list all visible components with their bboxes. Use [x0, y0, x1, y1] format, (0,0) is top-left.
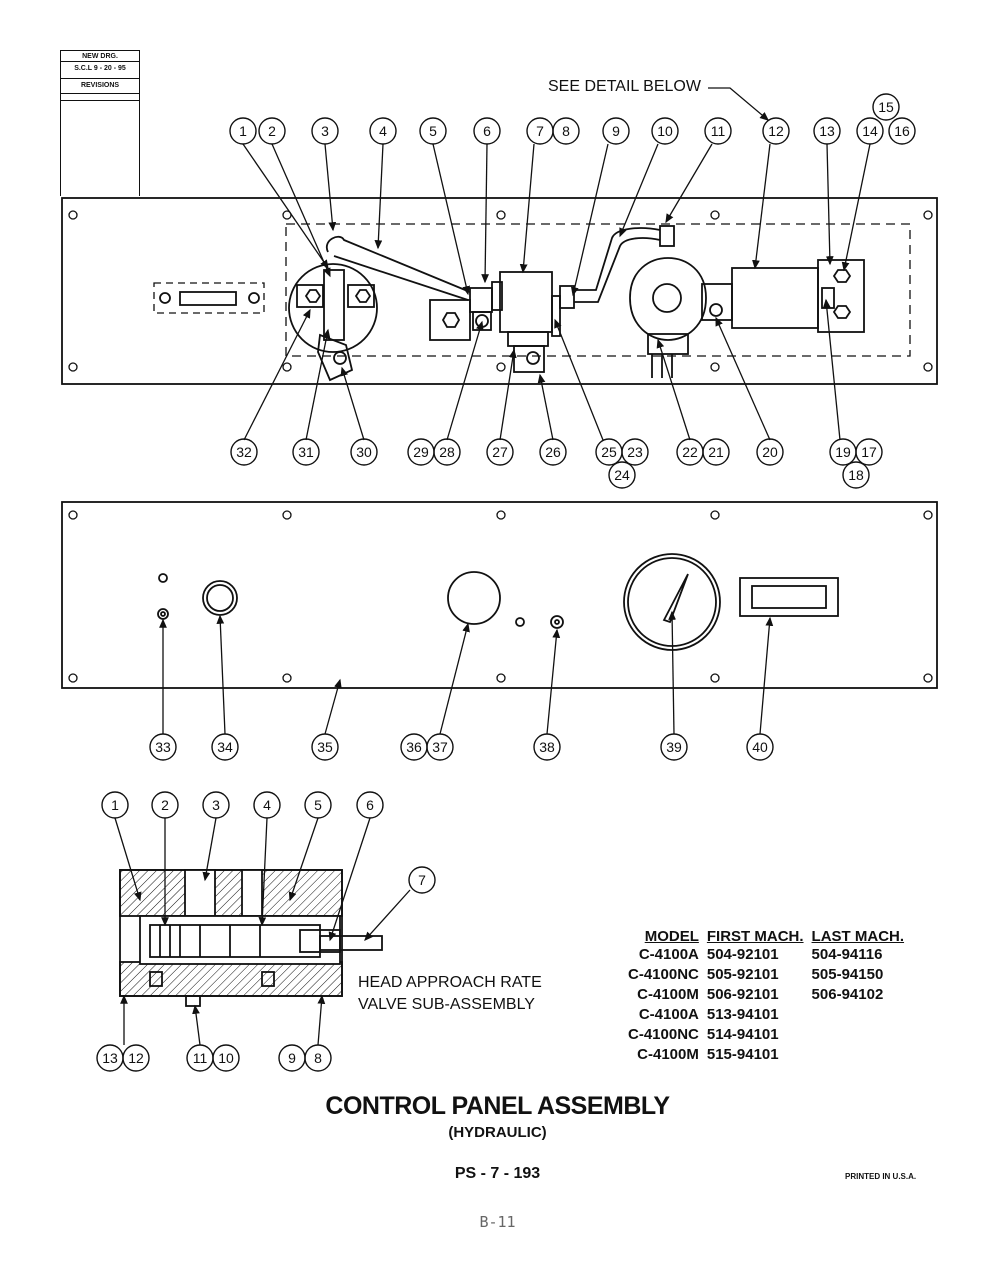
first-mach-cell: 505-92101	[706, 966, 779, 983]
callout-24: 24	[614, 467, 630, 483]
detail-callout-5: 5	[314, 797, 322, 813]
first-mach-cell: 513-94101	[706, 1006, 779, 1023]
last-mach-header: LAST MACH.	[811, 928, 905, 945]
model-cell: C-4100M	[637, 986, 699, 1003]
detail-callout-13: 13	[102, 1050, 118, 1066]
last-mach-cell	[812, 1005, 913, 1025]
page-title: CONTROL PANEL ASSEMBLY	[325, 1092, 670, 1120]
detail-callout-7: 7	[418, 872, 426, 888]
detail-callout-4: 4	[263, 797, 271, 813]
callout-26: 26	[545, 444, 561, 460]
detail-callout-12: 12	[128, 1050, 144, 1066]
first-mach-cell: 515-94101	[706, 1046, 779, 1063]
callout-34: 34	[217, 739, 233, 755]
callout-4: 4	[379, 123, 387, 139]
table-row: C-4100NC 505-92101 505-94150	[628, 965, 912, 985]
model-serial-table: MODEL FIRST MACH. LAST MACH. C-4100A 504…	[628, 928, 912, 1065]
callout-37: 37	[432, 739, 448, 755]
last-mach-cell: 504-94116	[811, 946, 883, 963]
callout-7: 7	[536, 123, 544, 139]
callout-39: 39	[666, 739, 682, 755]
detail-callout-1: 1	[111, 797, 119, 813]
rev-spacer	[61, 94, 139, 101]
page-number: B-11	[479, 1213, 516, 1231]
model-cell: C-4100A	[638, 1006, 699, 1023]
model-cell: C-4100NC	[628, 1026, 699, 1043]
callout-21: 21	[708, 444, 724, 460]
subassembly-label-line2: VALVE SUB-ASSEMBLY	[358, 996, 535, 1013]
detail-callout-10: 10	[218, 1050, 234, 1066]
callout-35: 35	[317, 739, 333, 755]
first-mach-header: FIRST MACH.	[706, 928, 804, 945]
callout-23: 23	[627, 444, 643, 460]
callout-18: 18	[848, 467, 864, 483]
callout-22: 22	[682, 444, 698, 460]
callout-40: 40	[752, 739, 768, 755]
table-row: C-4100M 515-94101	[628, 1045, 912, 1065]
model-cell: C-4100A	[638, 946, 699, 963]
subassembly-label: HEAD APPROACH RATE VALVE SUB-ASSEMBLY	[358, 972, 542, 1016]
detail-callout-3: 3	[212, 797, 220, 813]
table-row: C-4100A 513-94101	[628, 1005, 912, 1025]
callout-28: 28	[439, 444, 455, 460]
callout-20: 20	[762, 444, 778, 460]
table-row: C-4100M 506-92101 506-94102	[628, 985, 912, 1005]
first-mach-cell: 504-92101	[706, 946, 779, 963]
callout-13: 13	[819, 123, 835, 139]
callout-1: 1	[239, 123, 247, 139]
last-mach-cell: 505-94150	[811, 966, 884, 983]
callout-25: 25	[601, 444, 617, 460]
callout-36: 36	[406, 739, 422, 755]
rear-panel	[61, 197, 938, 385]
callout-14: 14	[862, 123, 878, 139]
model-cell: C-4100M	[637, 1046, 699, 1063]
printed-in-usa: PRINTED IN U.S.A.	[845, 1172, 917, 1181]
callout-10: 10	[657, 123, 673, 139]
callout-15: 15	[878, 99, 894, 115]
callout-8: 8	[562, 123, 570, 139]
callout-29: 29	[413, 444, 429, 460]
detail-callout-11: 11	[193, 1050, 208, 1066]
callout-33: 33	[155, 739, 171, 755]
callout-27: 27	[492, 444, 508, 460]
detail-callout-6: 6	[366, 797, 374, 813]
callout-9: 9	[612, 123, 620, 139]
callout-38: 38	[539, 739, 555, 755]
callout-12: 12	[768, 123, 784, 139]
page-subtitle: (HYDRAULIC)	[448, 1124, 547, 1141]
callout-2: 2	[268, 123, 276, 139]
subassembly-label-line1: HEAD APPROACH RATE	[358, 974, 542, 991]
last-mach-cell: 506-94102	[811, 986, 884, 1003]
model-header: MODEL	[644, 928, 699, 945]
model-cell: C-4100NC	[628, 966, 699, 983]
callout-30: 30	[356, 444, 372, 460]
table-row: C-4100A 504-92101 504-94116	[628, 945, 912, 965]
rev-date: S.C.L 9 - 20 - 95	[61, 62, 139, 79]
first-mach-cell: 514-94101	[706, 1026, 779, 1043]
callout-19: 19	[835, 444, 851, 460]
first-mach-cell: 506-92101	[706, 986, 779, 1003]
revision-block: NEW DRG. S.C.L 9 - 20 - 95 REVISIONS	[60, 50, 140, 196]
detail-callout-9: 9	[288, 1050, 296, 1066]
callout-17: 17	[861, 444, 877, 460]
last-mach-cell	[812, 1045, 913, 1065]
callout-32: 32	[236, 444, 252, 460]
rev-new-drg: NEW DRG.	[61, 51, 139, 62]
callout-11: 11	[711, 123, 726, 139]
detail-callout-8: 8	[314, 1050, 322, 1066]
callout-5: 5	[429, 123, 437, 139]
rev-title: REVISIONS	[61, 79, 139, 94]
last-mach-cell	[812, 1025, 913, 1045]
detail-callout-2: 2	[161, 797, 169, 813]
document-number: PS - 7 - 193	[454, 1165, 541, 1182]
callout-3: 3	[321, 123, 329, 139]
callout-31: 31	[298, 444, 314, 460]
front-panel	[61, 501, 938, 689]
callout-16: 16	[894, 123, 910, 139]
see-detail-note: SEE DETAIL BELOW	[548, 78, 701, 95]
callout-6: 6	[483, 123, 491, 139]
rear-panel-dashed-outline	[285, 223, 911, 357]
table-row: C-4100NC 514-94101	[628, 1025, 912, 1045]
